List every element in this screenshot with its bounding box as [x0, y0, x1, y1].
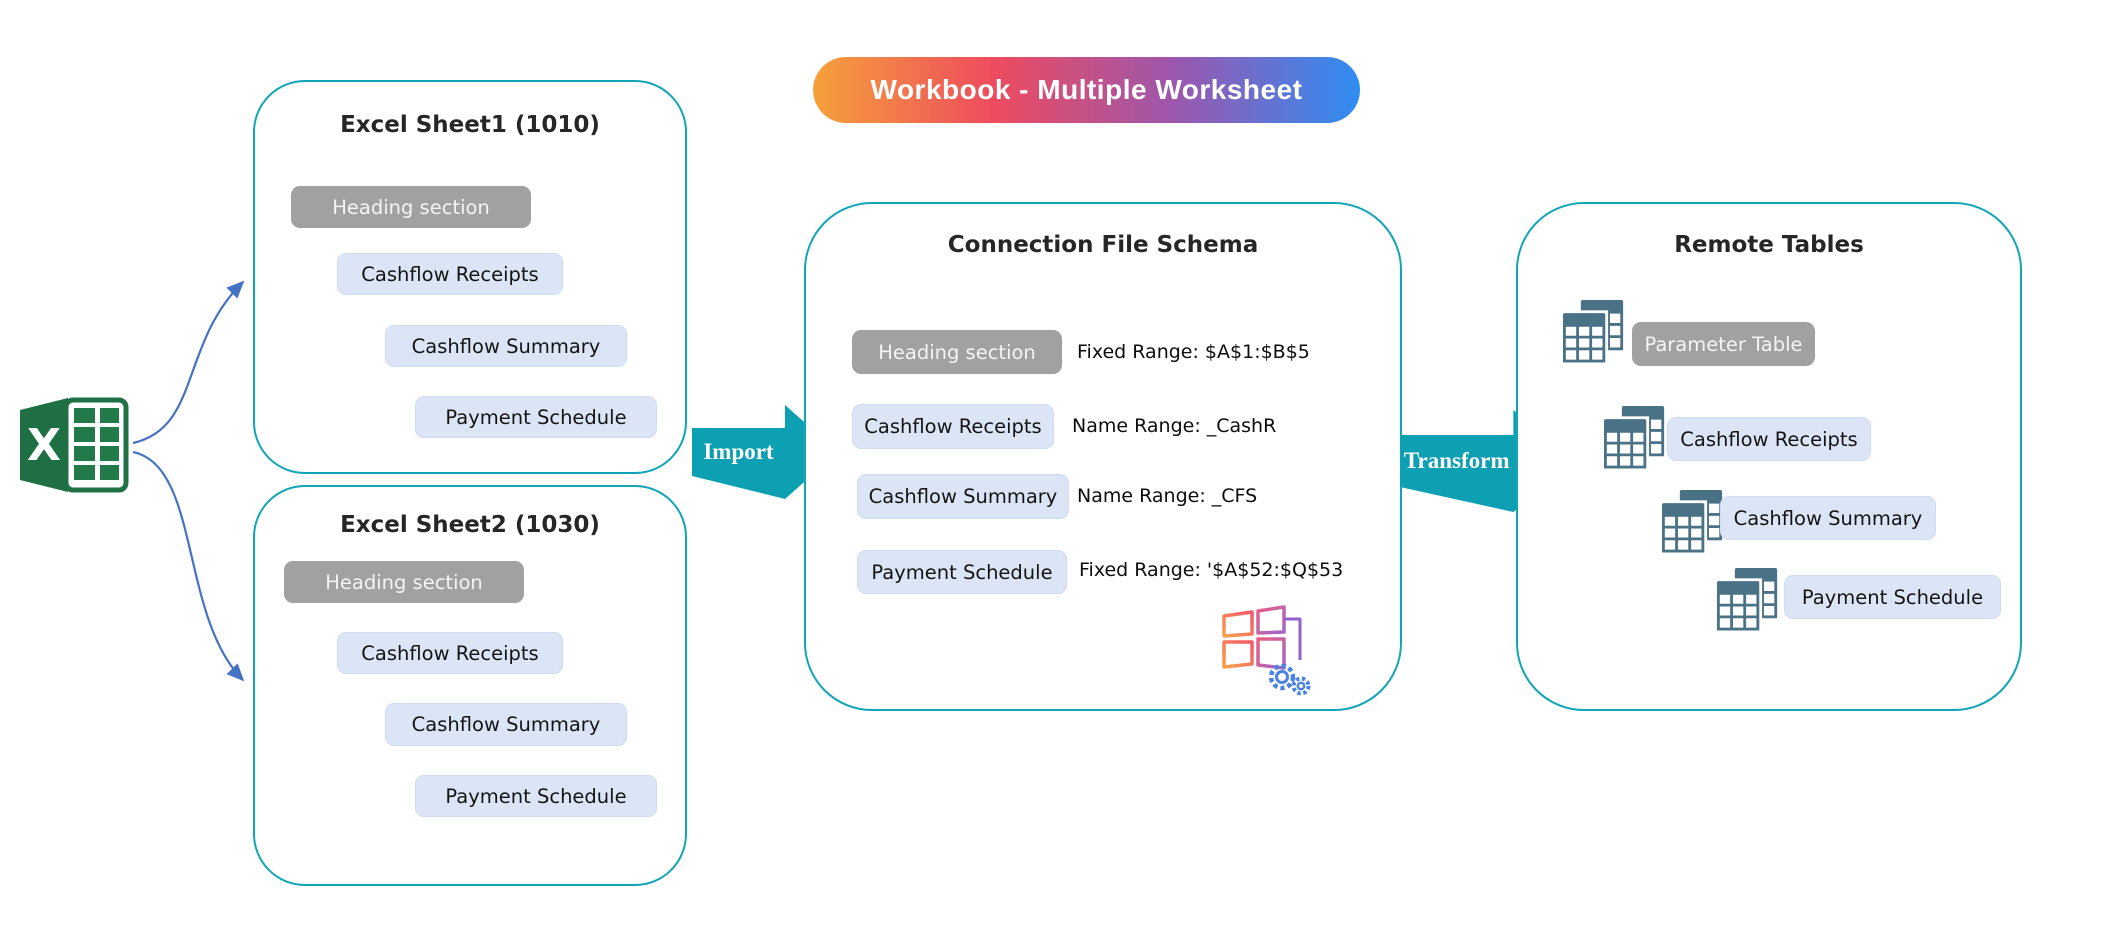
sheet1-cashflow-summary-pill: Cashflow Summary [385, 325, 627, 367]
arrow-to-sheet2 [132, 450, 245, 682]
table-icon [1662, 486, 1724, 556]
import-arrow-label: Import [703, 439, 774, 464]
remote-cashflow-summary-pill: Cashflow Summary [1720, 496, 1936, 540]
connection-file-schema-box: Connection File Schema Heading section F… [804, 202, 1402, 711]
remote-tables-box: Remote Tables Parameter Table Cashflow R… [1516, 202, 2022, 711]
sheet1-title: Excel Sheet1 (1010) [340, 112, 600, 138]
schema-payment-range: Fixed Range: '$A$52:$Q$53 [1079, 559, 1344, 581]
schema-cashflow-receipts-pill: Cashflow Receipts [852, 404, 1054, 449]
excel-sheet1-box: Excel Sheet1 (1010) Heading section Cash… [253, 80, 687, 474]
title-banner-label: Workbook - Multiple Worksheet [870, 74, 1303, 105]
sheet1-payment-schedule-pill: Payment Schedule [415, 396, 657, 438]
sheet2-cashflow-summary-pill: Cashflow Summary [385, 703, 627, 746]
sheet2-title: Excel Sheet2 (1030) [340, 512, 600, 538]
sheet2-cashflow-receipts-pill: Cashflow Receipts [337, 632, 563, 674]
arrow-to-sheet1 [132, 280, 245, 445]
sheet2-heading-section-pill: Heading section [284, 561, 524, 603]
table-icon [1717, 564, 1779, 634]
excel-sheet2-box: Excel Sheet2 (1030) Heading section Cash… [253, 485, 687, 886]
remote-parameter-table-pill: Parameter Table [1632, 322, 1815, 366]
schema-heading-range: Fixed Range: $A$1:$B$5 [1077, 341, 1310, 363]
table-icon [1604, 402, 1666, 472]
windows-gear-icon [1222, 605, 1311, 696]
sheet1-cashflow-receipts-pill: Cashflow Receipts [337, 253, 563, 295]
schema-cashflow-summary-pill: Cashflow Summary [857, 474, 1069, 519]
schema-summary-range: Name Range: _CFS [1077, 485, 1258, 507]
title-banner: Workbook - Multiple Worksheet [813, 57, 1360, 123]
schema-receipts-range: Name Range: _CashR [1072, 415, 1277, 437]
sheet1-heading-section-pill: Heading section [291, 186, 531, 228]
excel-icon: X [20, 397, 129, 493]
schema-title: Connection File Schema [947, 232, 1259, 258]
schema-payment-schedule-pill: Payment Schedule [857, 550, 1067, 594]
remote-title: Remote Tables [1674, 232, 1864, 258]
table-icon [1563, 296, 1625, 366]
svg-text:X: X [27, 420, 61, 471]
sheet2-payment-schedule-pill: Payment Schedule [415, 775, 657, 817]
remote-payment-schedule-pill: Payment Schedule [1784, 575, 2001, 619]
remote-cashflow-receipts-pill: Cashflow Receipts [1667, 417, 1871, 461]
schema-heading-section-pill: Heading section [852, 330, 1062, 374]
transform-arrow-label: Transform [1403, 448, 1510, 473]
